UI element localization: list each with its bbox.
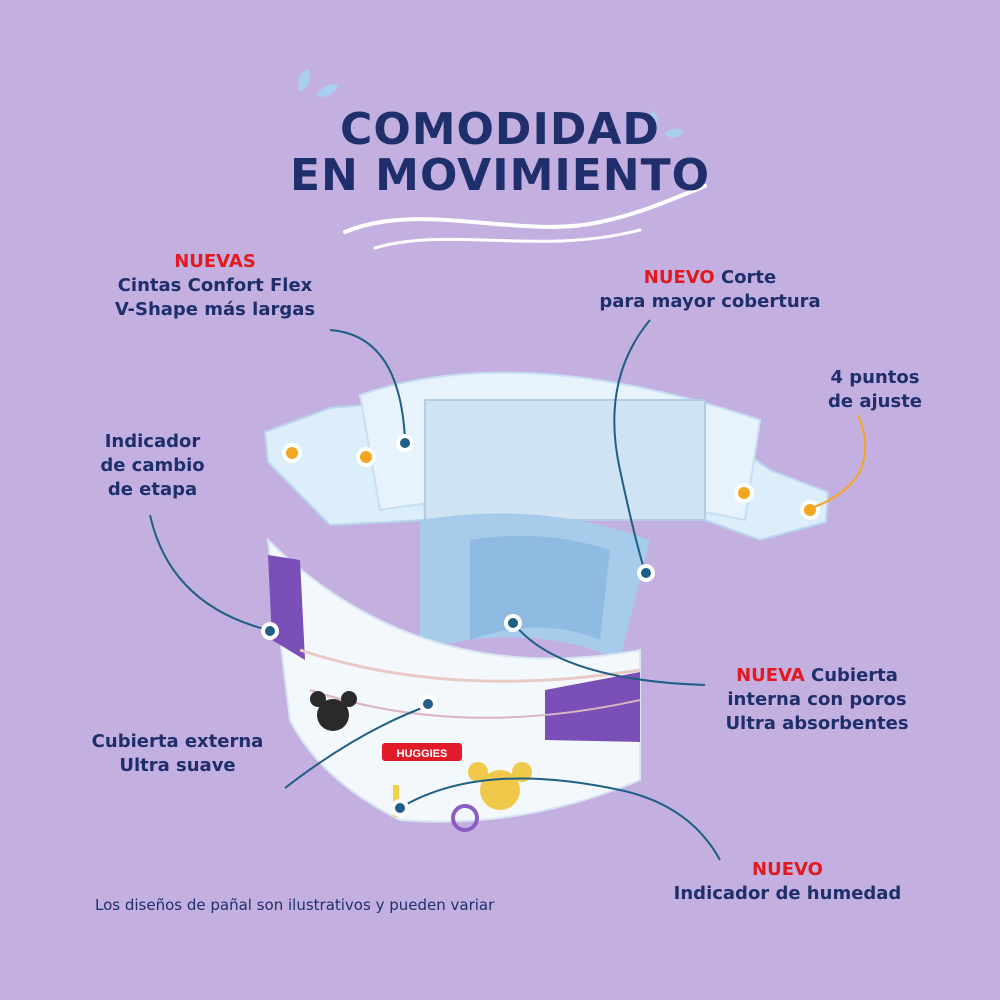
callout-dot-icon (504, 614, 522, 632)
leader-line (284, 704, 431, 789)
leader-line (149, 514, 269, 631)
leaf-icon (664, 128, 684, 138)
callout-text: interna con poros (727, 689, 907, 710)
callout-inner-cover: NUEVA Cubierta interna con poros Ultra a… (712, 664, 922, 736)
callout-text: Cubierta (804, 665, 898, 686)
fit-point-icon (356, 447, 376, 467)
leaf-icon (316, 84, 338, 97)
callout-text: Indicador (104, 431, 201, 452)
leader-line (329, 329, 406, 441)
fit-point-icon (734, 483, 754, 503)
fit-point-icon (282, 443, 302, 463)
callout-tapes: NUEVAS Cintas Confort Flex V-Shape más l… (90, 250, 340, 322)
character-illustration (310, 691, 326, 707)
character-illustration (341, 691, 357, 707)
diaper-cuff (299, 648, 641, 683)
disclaimer-text: Los diseños de pañal son ilustrativos y … (95, 896, 495, 914)
callout-text: 4 puntos (830, 367, 920, 388)
diaper-front-print (545, 672, 640, 742)
callout-cut: NUEVO Corte para mayor cobertura (575, 266, 845, 314)
swoosh-line (343, 184, 707, 234)
callout-text: Ultra absorbentes (725, 713, 909, 734)
leaf-icon (298, 68, 310, 92)
brand-logo-bg (382, 743, 462, 761)
callout-text: Corte (714, 267, 777, 288)
fit-point-icon (800, 500, 820, 520)
callout-text: de cambio (100, 455, 205, 476)
headline-line-1: COMODIDAD (340, 104, 660, 155)
leader-line (613, 319, 651, 573)
callout-text: Cintas Confort Flex (117, 275, 313, 296)
callout-text: de etapa (107, 479, 198, 500)
callout-outer-cover: Cubierta externa Ultra suave (80, 730, 275, 778)
leader-line (811, 414, 867, 509)
callout-dot-icon (261, 622, 279, 640)
callout-badge: NUEVO (643, 267, 715, 288)
headline-line-2: EN MOVIMIENTO (289, 150, 711, 201)
diaper-fastening-panel (424, 399, 706, 521)
callout-dot-icon (637, 564, 655, 582)
diaper-front-print (268, 555, 305, 660)
character-illustration (468, 762, 488, 782)
callout-text: Cubierta externa (91, 731, 264, 752)
callout-dot-icon (391, 799, 409, 817)
callout-stage-indicator: Indicador de cambio de etapa (75, 430, 230, 502)
callout-badge: NUEVO (752, 859, 823, 880)
callout-dot-icon (396, 434, 414, 452)
callout-wetness: NUEVO Indicador de humedad (660, 858, 915, 906)
leaf-icon (648, 110, 658, 132)
swoosh-line (373, 228, 642, 250)
callout-text: V-Shape más largas (114, 299, 316, 320)
leader-line (514, 624, 706, 686)
character-illustration (317, 699, 349, 731)
brand-logo: HUGGIES (397, 748, 448, 760)
callout-fit-points: 4 puntos de ajuste (810, 366, 940, 414)
callout-text: Ultra suave (119, 755, 236, 776)
callout-dot-icon (419, 695, 437, 713)
character-illustration (512, 762, 532, 782)
leader-line (399, 777, 721, 861)
diaper-inner-core-shade (470, 535, 610, 640)
sun-illustration (451, 804, 479, 832)
callout-badge: NUEVAS (174, 251, 256, 272)
callout-text: para mayor cobertura (599, 291, 821, 312)
callout-text: de ajuste (827, 391, 923, 412)
callout-text: Indicador de humedad (673, 883, 902, 904)
callout-badge: NUEVA (736, 665, 805, 686)
